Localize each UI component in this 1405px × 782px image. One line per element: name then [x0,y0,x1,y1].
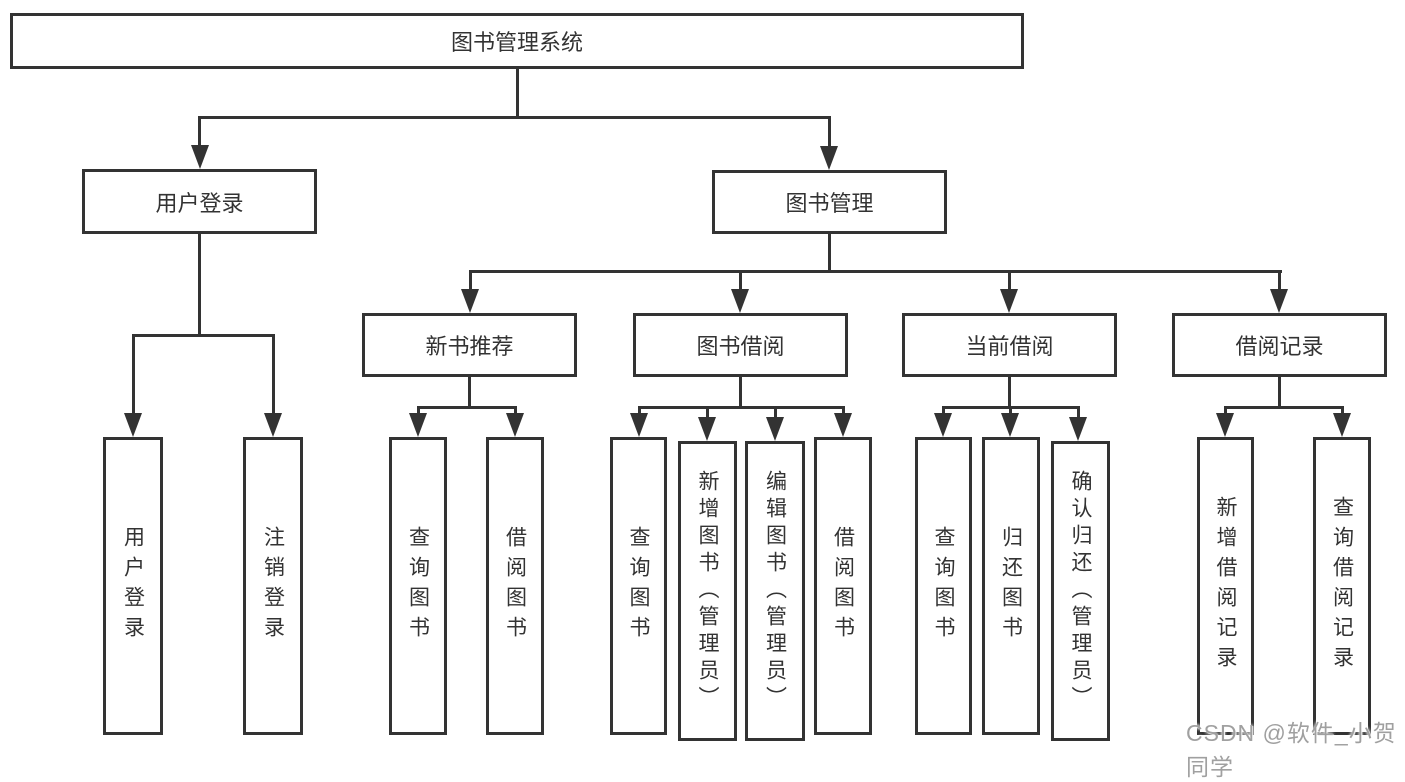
leaf-edit-book-admin: 编辑图书（管理员） [745,441,805,741]
arrowhead-icon [1270,289,1288,313]
leaf-query-borrow-record-label: 查询借阅记录 [1330,496,1354,676]
arrowhead-icon [766,417,784,441]
connector-line [1278,270,1281,294]
arrowhead-icon [1001,413,1019,437]
leaf-add-book-admin: 新增图书（管理员） [678,441,737,741]
leaf-user-login: 用户登录 [103,437,163,735]
arrowhead-icon [698,417,716,441]
node-book-management: 图书管理 [712,170,947,234]
connector-line [132,334,275,337]
node-new-book-recommend-label: 新书推荐 [425,334,514,359]
leaf-user-login-label: 用户登录 [121,526,145,646]
leaf-logout-label: 注销登录 [261,526,285,646]
leaf-query-books-current: 查询图书 [915,437,972,735]
connector-line [638,406,845,409]
leaf-edit-book-admin-label: 编辑图书（管理员） [763,469,787,713]
arrowhead-icon [934,413,952,437]
leaf-borrow-books-recommend: 借阅图书 [486,437,544,735]
node-user-login-label: 用户登录 [155,190,244,216]
arrowhead-icon [461,289,479,313]
leaf-return-book: 归还图书 [982,437,1040,735]
connector-line [1278,377,1281,408]
node-root-label: 图书管理系统 [450,30,583,55]
connector-line [417,406,420,418]
node-current-borrowing-label: 当前借阅 [965,334,1054,359]
connector-line [638,406,641,418]
org-chart: 图书管理系统 用户登录 图书管理 新书推荐 图书借阅 当前借阅 借阅记录 用户登… [10,13,1396,780]
leaf-borrow-books-recommend-label: 借阅图书 [503,526,527,646]
connector-line [739,270,742,294]
arrowhead-icon [264,413,282,437]
arrowhead-icon [191,145,209,169]
leaf-query-books-borrowing-label: 查询图书 [627,526,650,646]
arrowhead-icon [820,146,838,170]
connector-line [468,377,471,408]
connector-line [1008,270,1011,294]
node-current-borrowing: 当前借阅 [902,313,1117,377]
leaf-confirm-return-admin: 确认归还（管理员） [1051,441,1110,741]
connector-line [1224,406,1227,418]
arrowhead-icon [731,289,749,313]
node-user-login: 用户登录 [82,169,317,234]
connector-line [739,377,742,408]
connector-line [272,334,275,418]
connector-line [417,406,517,409]
leaf-query-books-current-label: 查询图书 [932,526,955,646]
leaf-borrow-books-borrowing-label: 借阅图书 [831,526,855,646]
node-borrowing-records: 借阅记录 [1172,313,1387,377]
leaf-query-borrow-record: 查询借阅记录 [1313,437,1371,735]
connector-line [132,334,135,418]
node-book-borrowing-label: 图书借阅 [696,334,785,359]
connector-line [469,270,472,294]
node-root: 图书管理系统 [10,13,1024,69]
connector-line [828,116,831,150]
leaf-add-borrow-record: 新增借阅记录 [1197,437,1254,735]
connector-line [1341,406,1344,418]
connector-line [942,406,945,418]
connector-line [774,406,777,418]
node-new-book-recommend: 新书推荐 [362,313,577,377]
leaf-query-books-recommend-label: 查询图书 [406,526,430,646]
connector-line [198,116,201,150]
connector-line [198,234,201,336]
arrowhead-icon [834,413,852,437]
connector-line [1008,377,1011,408]
leaf-return-book-label: 归还图书 [999,526,1023,646]
arrowhead-icon [506,413,524,437]
connector-line [198,116,831,119]
watermark: CSDN @软件_小贺同学 [1186,720,1397,780]
arrowhead-icon [409,413,427,437]
leaf-confirm-return-admin-label: 确认归还（管理员） [1069,469,1092,713]
connector-line [469,270,1282,273]
arrowhead-icon [1069,417,1087,441]
connector-line [842,406,845,418]
connector-line [1077,406,1080,418]
connector-line [1224,406,1344,409]
leaf-logout: 注销登录 [243,437,303,735]
arrowhead-icon [1216,413,1234,437]
node-book-borrowing: 图书借阅 [633,313,848,377]
arrowhead-icon [1333,413,1351,437]
arrowhead-icon [630,413,648,437]
leaf-add-book-admin-label: 新增图书（管理员） [696,469,719,713]
arrowhead-icon [124,413,142,437]
leaf-query-books-borrowing: 查询图书 [610,437,667,735]
node-book-management-label: 图书管理 [785,191,874,216]
connector-line [706,406,709,418]
connector-line [516,69,519,118]
leaf-query-books-recommend: 查询图书 [389,437,447,735]
arrowhead-icon [1000,289,1018,313]
connector-line [1009,406,1012,418]
leaf-borrow-books-borrowing: 借阅图书 [814,437,872,735]
node-borrowing-records-label: 借阅记录 [1235,334,1324,359]
connector-line [828,233,831,272]
connector-line [514,406,517,418]
leaf-add-borrow-record-label: 新增借阅记录 [1214,496,1237,676]
